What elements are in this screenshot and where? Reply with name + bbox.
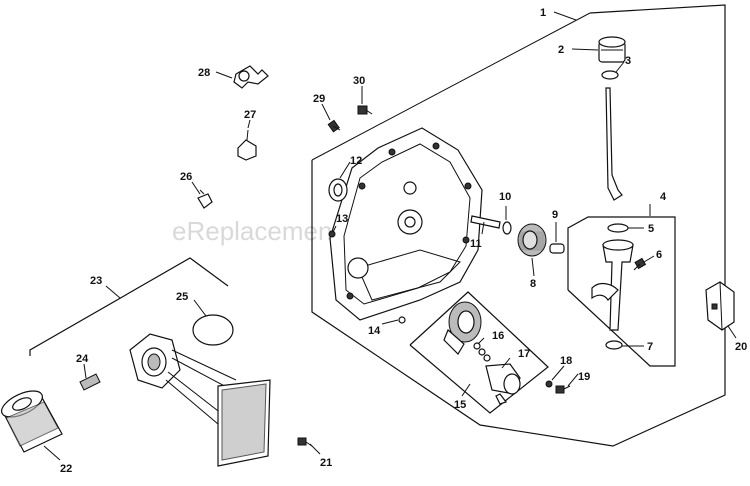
callout-12: 12 bbox=[350, 155, 362, 167]
callout-11: 11 bbox=[470, 238, 482, 250]
leader-lines bbox=[43, 48, 737, 461]
callout-18: 18 bbox=[560, 355, 572, 367]
callout-24: 24 bbox=[76, 353, 89, 365]
callout-14: 14 bbox=[368, 325, 381, 337]
oil-filler-cap bbox=[598, 36, 626, 63]
callout-27: 27 bbox=[244, 109, 256, 121]
callout-8: 8 bbox=[530, 278, 536, 290]
washer-18 bbox=[545, 380, 553, 388]
callout-3: 3 bbox=[625, 55, 631, 67]
gear-cover bbox=[329, 127, 483, 321]
elbow-fitting bbox=[233, 65, 269, 89]
callout-21: 21 bbox=[320, 457, 332, 469]
screw-21 bbox=[297, 437, 313, 447]
oil-sensor bbox=[237, 129, 257, 161]
dipstick bbox=[605, 87, 623, 201]
pin bbox=[328, 230, 336, 238]
screw-6 bbox=[633, 257, 647, 271]
callout-17: 17 bbox=[518, 348, 530, 360]
cooler-o-ring bbox=[192, 314, 234, 346]
oil-pump bbox=[443, 301, 491, 362]
filter-adapter bbox=[129, 333, 181, 389]
callout-22: 22 bbox=[60, 463, 72, 475]
callout-7: 7 bbox=[647, 341, 653, 353]
callout-6: 6 bbox=[656, 249, 662, 261]
screw-29 bbox=[327, 119, 341, 133]
assembly-frame-23 bbox=[29, 257, 229, 356]
callout-1: 1 bbox=[540, 7, 546, 19]
callout-10: 10 bbox=[499, 191, 511, 203]
callout-23: 23 bbox=[90, 275, 102, 287]
callout-19: 19 bbox=[578, 371, 590, 383]
assembly-frame-1 bbox=[311, 4, 726, 447]
callout-13: 13 bbox=[336, 213, 348, 225]
oil-cooler bbox=[217, 379, 271, 467]
bracket bbox=[705, 281, 735, 331]
oil-seal bbox=[328, 178, 348, 202]
callout-5: 5 bbox=[648, 223, 654, 235]
callout-26: 26 bbox=[180, 171, 192, 183]
o-ring bbox=[601, 70, 619, 80]
callout-25: 25 bbox=[176, 291, 188, 303]
callout-16: 16 bbox=[492, 330, 504, 342]
callout-28: 28 bbox=[198, 67, 210, 79]
assembly-frame-4 bbox=[567, 204, 676, 367]
oil-filter bbox=[1, 390, 63, 453]
callout-29: 29 bbox=[313, 93, 325, 105]
cooler-hoses bbox=[165, 349, 237, 425]
callout-9: 9 bbox=[552, 209, 558, 221]
screw-19 bbox=[555, 385, 571, 394]
callout-4: 4 bbox=[660, 191, 667, 203]
shaft bbox=[470, 215, 512, 235]
fitting-26 bbox=[197, 189, 213, 209]
oil-pickup bbox=[485, 363, 521, 405]
gear-pin bbox=[549, 243, 565, 254]
assembly-frame-15 bbox=[409, 291, 549, 414]
dipstick-tube bbox=[591, 223, 634, 350]
callout-2: 2 bbox=[558, 44, 564, 56]
governor-gear bbox=[517, 223, 547, 257]
screw-30 bbox=[357, 105, 373, 115]
callout-20: 20 bbox=[735, 341, 747, 353]
pin-14 bbox=[398, 316, 406, 324]
callout-15: 15 bbox=[454, 399, 466, 411]
callout-30: 30 bbox=[353, 75, 365, 87]
filter-nipple bbox=[79, 373, 101, 391]
callout-labels: 1 2 3 4 5 6 7 8 9 10 11 12 13 14 15 16 1… bbox=[60, 7, 747, 475]
